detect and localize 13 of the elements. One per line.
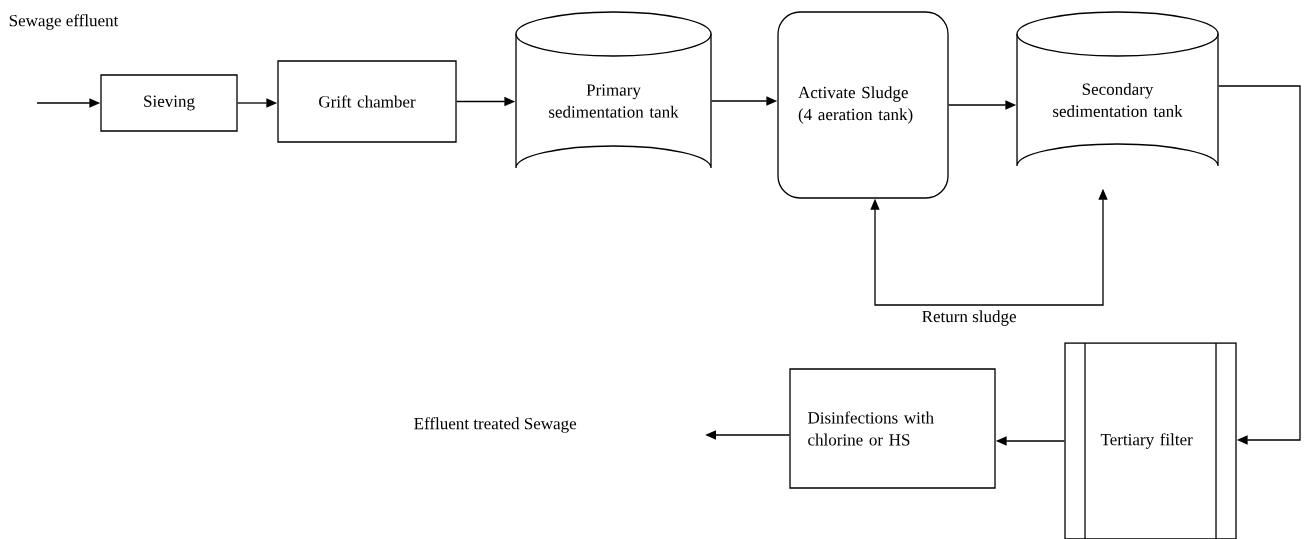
process-box: Activate Sludge (4 aeration tank) xyxy=(777,11,949,199)
node-label: Primary sedimentation tank xyxy=(549,84,679,118)
arrow xyxy=(1218,85,1301,445)
process-box: Disinfections with chlorine or HS xyxy=(789,368,996,489)
flow-label: Sewage effluent xyxy=(9,14,119,30)
tank-cylinder: Secondary sedimentation tank xyxy=(1016,11,1219,167)
filter-box: Tertiary filter xyxy=(1064,342,1237,539)
tank-cylinder: Primary sedimentation tank xyxy=(515,11,712,169)
flow-label: Effluent treated Sewage xyxy=(414,417,577,433)
process-box: Sieving xyxy=(100,74,238,132)
node-label: Secondary sedimentation tank xyxy=(1053,83,1183,117)
process-box: Grift chamber xyxy=(277,60,457,143)
edge-label: Return sludge xyxy=(920,309,1018,327)
